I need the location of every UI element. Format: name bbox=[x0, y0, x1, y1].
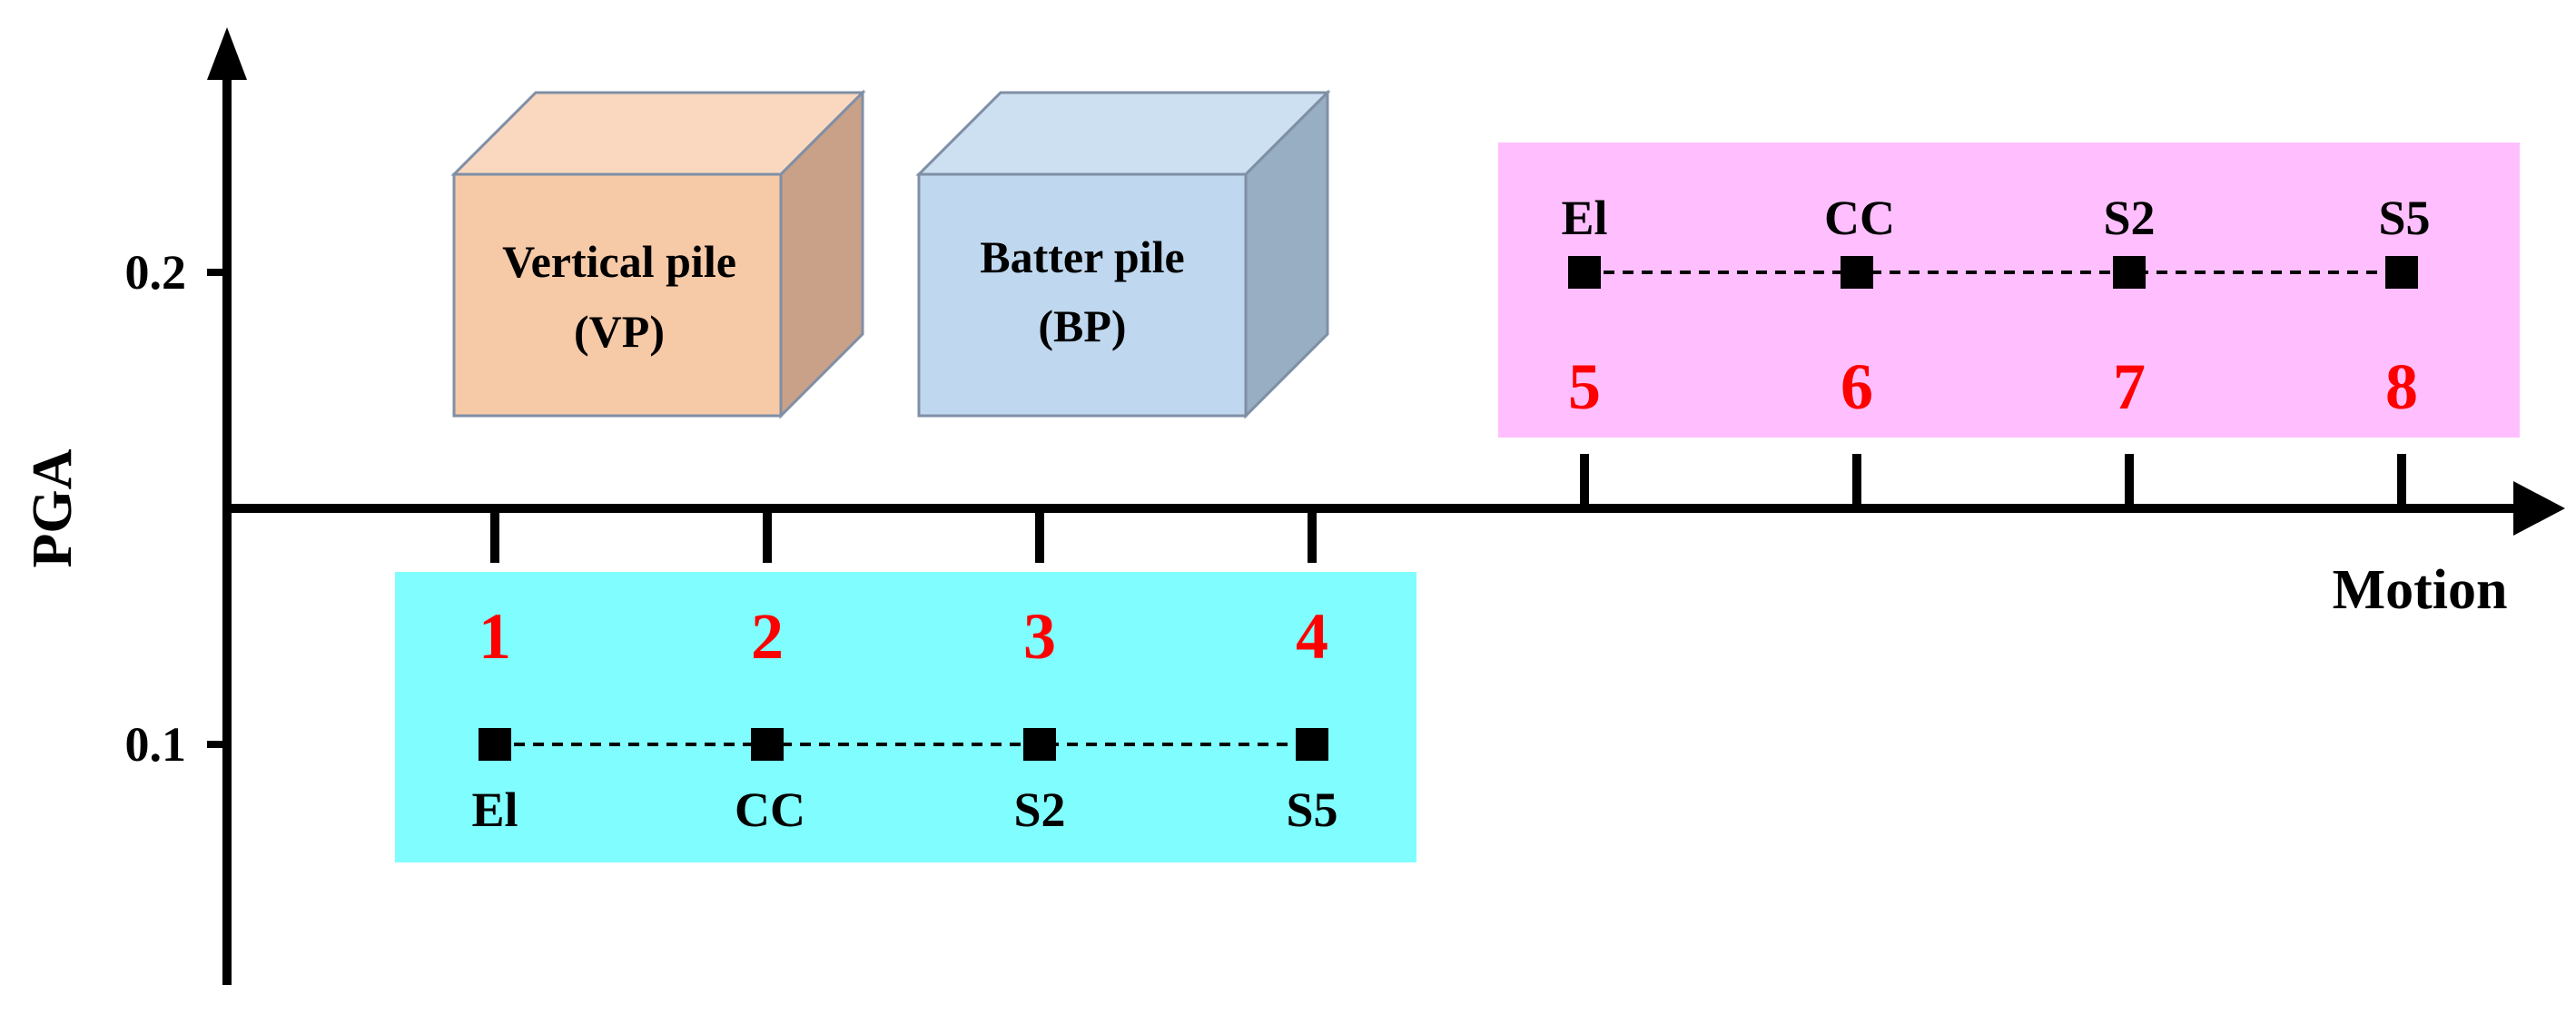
case-marker-6 bbox=[1841, 256, 1873, 289]
batter-pile-box-front bbox=[917, 172, 1248, 418]
motion-label-3: S2 bbox=[1013, 783, 1065, 837]
group-0.2: El CC S2 S5 5 6 7 8 bbox=[1561, 191, 2431, 508]
case-marker-7 bbox=[2113, 256, 2146, 289]
vertical-pile-abbrev: (VP) bbox=[574, 306, 665, 357]
batter-pile-label: Batter pile bbox=[980, 231, 1184, 282]
case-number-7: 7 bbox=[2113, 350, 2146, 423]
y-axis-arrowhead bbox=[207, 27, 247, 80]
motion-label-5: El bbox=[1561, 191, 1607, 245]
case-marker-1 bbox=[479, 728, 511, 761]
group-0.1: 1 2 3 4 El CC S2 S5 bbox=[471, 508, 1338, 837]
motion-label-6: CC bbox=[1824, 191, 1895, 245]
case-number-8: 8 bbox=[2385, 350, 2418, 423]
x-axis-arrowhead bbox=[2513, 481, 2565, 536]
case-number-2: 2 bbox=[751, 600, 784, 673]
case-number-6: 6 bbox=[1841, 350, 1873, 423]
motion-label-1: El bbox=[471, 783, 518, 837]
motion-label-7: S2 bbox=[2103, 191, 2155, 245]
case-number-1: 1 bbox=[479, 600, 511, 673]
vertical-pile-box-front bbox=[452, 172, 783, 418]
group-0.2-background bbox=[1498, 143, 2520, 438]
case-marker-5 bbox=[1568, 256, 1601, 289]
vertical-pile-box: Vertical pile (VP) bbox=[450, 89, 866, 419]
motion-label-8: S5 bbox=[2378, 191, 2430, 245]
batter-pile-box: Batter pile (BP) bbox=[915, 89, 1331, 419]
y-tick-label-0.1: 0.1 bbox=[125, 717, 187, 772]
case-marker-2 bbox=[751, 728, 784, 761]
y-axis-label: PGA bbox=[22, 448, 84, 567]
x-axis-label: Motion bbox=[2333, 559, 2508, 621]
group-0.1-background bbox=[395, 572, 1416, 862]
case-marker-4 bbox=[1296, 728, 1328, 761]
case-number-4: 4 bbox=[1296, 600, 1328, 673]
case-number-3: 3 bbox=[1023, 600, 1056, 673]
case-marker-3 bbox=[1023, 728, 1056, 761]
motion-label-4: S5 bbox=[1286, 783, 1337, 837]
case-marker-8 bbox=[2385, 256, 2418, 289]
motion-label-2: CC bbox=[735, 783, 805, 837]
batter-pile-abbrev: (BP) bbox=[1038, 300, 1126, 351]
vertical-pile-label: Vertical pile bbox=[502, 236, 736, 287]
case-number-5: 5 bbox=[1568, 350, 1601, 423]
y-tick-label-0.2: 0.2 bbox=[125, 245, 187, 300]
